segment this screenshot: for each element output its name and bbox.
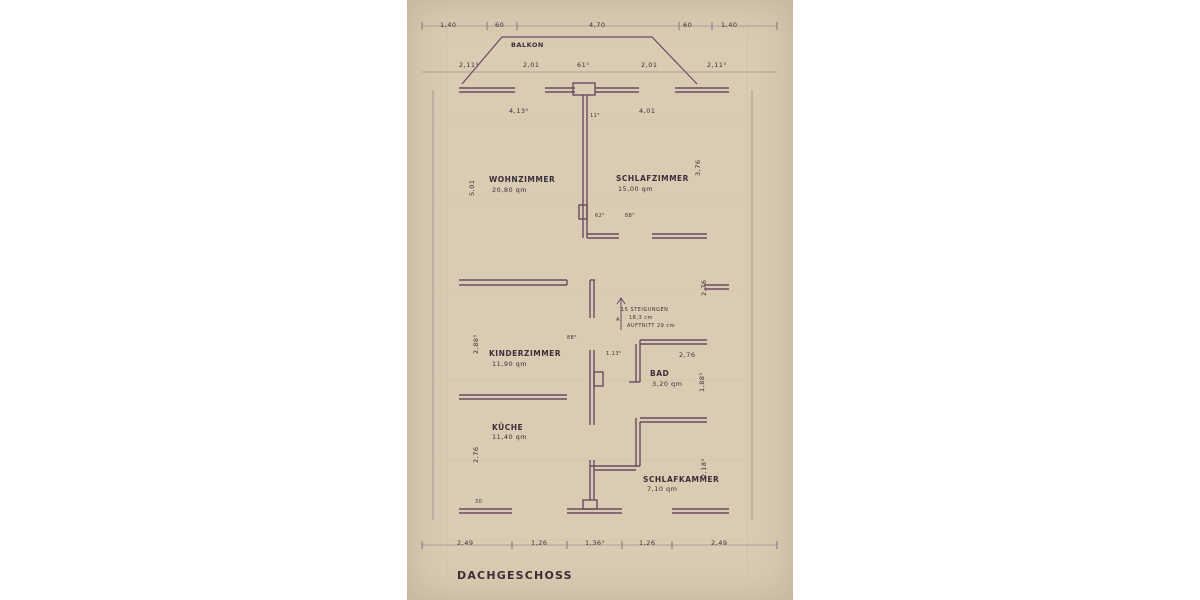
dim-balcony-left: 2,11⁵ (459, 61, 479, 69)
dim-door-88-schlaf: 88⁵ (625, 213, 635, 219)
label-schlafkammer: SCHLAFKAMMER (643, 475, 720, 484)
dim-wohn-depth: 5,01 (468, 179, 476, 196)
dim-wall-115-top: 11⁵ (590, 113, 600, 119)
paper-grid (407, 0, 793, 600)
label-kueche: KÜCHE (492, 423, 524, 432)
dim-balcony-door-left: 2,01 (523, 61, 540, 69)
dim-top-right: 1,40 (721, 21, 738, 29)
dim-top-60-right: 60 (683, 21, 693, 29)
area-wohnzimmer: 20,80 qm (492, 186, 528, 194)
dim-kammer-depth: 2,18⁵ (700, 458, 708, 478)
dim-stair-depth: 2,76 (700, 279, 708, 296)
area-kueche: 11,40 qm (492, 433, 528, 441)
dim-kueche-depth: 2,76 (472, 446, 480, 463)
area-bad: 3,20 qm (652, 380, 683, 388)
dim-corridor-width: 1,13⁵ (606, 351, 622, 357)
dim-bad-width: 2,76 (679, 351, 696, 359)
walls (459, 82, 729, 514)
dim-top-60-left: 60 (495, 21, 505, 29)
dim-door-62: 62⁵ (595, 213, 605, 219)
area-schlafkammer: 7,10 qm (647, 485, 678, 493)
dim-balcony-center: 61⁵ (577, 61, 590, 69)
dim-schlaf-depth: 3,76 (694, 159, 702, 176)
area-schlafzimmer: 15,00 qm (618, 185, 654, 193)
dim-balcony-right: 2,11⁵ (707, 61, 727, 69)
dim-balcony-door-right: 2,01 (641, 61, 658, 69)
dim-top-left: 1,40 (440, 21, 457, 29)
area-kinderzimmer: 11,90 qm (492, 360, 528, 368)
dim-wohn-width: 4,13⁵ (509, 107, 529, 115)
floor-plan-drawing (407, 0, 793, 600)
dimension-lines (422, 25, 777, 546)
dim-bottom-right: 2,49 (711, 539, 728, 547)
label-balkon: BALKON (511, 41, 544, 49)
stair-arrow-label: A (616, 317, 620, 323)
dimension-ticks (421, 22, 778, 549)
dim-schlaf-width: 4,01 (639, 107, 656, 115)
stair-count: 15 STEIGUNGEN (621, 307, 669, 313)
dim-bad-depth: 1,88⁵ (698, 372, 706, 392)
label-kinderzimmer: KINDERZIMMER (489, 349, 562, 358)
floor-plan-sheet: 1,40 60 4,70 60 1,40 BALKON 2,11⁵ 2,01 6… (407, 0, 793, 600)
dim-wall-30: 30 (475, 499, 483, 505)
stair-tread: AUFTRITT 29 cm (627, 323, 676, 329)
stair-arrow (616, 297, 626, 330)
dim-kinder-depth: 2,88⁵ (472, 334, 480, 354)
dim-top-center: 4,70 (589, 21, 606, 29)
dim-door-88-kinder: 88⁵ (567, 335, 577, 341)
label-bad: BAD (650, 369, 670, 378)
dim-bottom-left: 2,49 (457, 539, 474, 547)
dim-bottom-center: 1,36⁵ (585, 539, 605, 547)
label-wohnzimmer: WOHNZIMMER (489, 175, 556, 184)
balcony-outline (461, 36, 698, 85)
stair-rise: 18,3 cm (629, 315, 653, 321)
plan-title: DACHGESCHOSS (457, 569, 573, 582)
dim-bottom-door-right: 1,26 (639, 539, 656, 547)
label-schlafzimmer: SCHLAFZIMMER (616, 174, 689, 183)
dim-bottom-door-left: 1,26 (531, 539, 548, 547)
